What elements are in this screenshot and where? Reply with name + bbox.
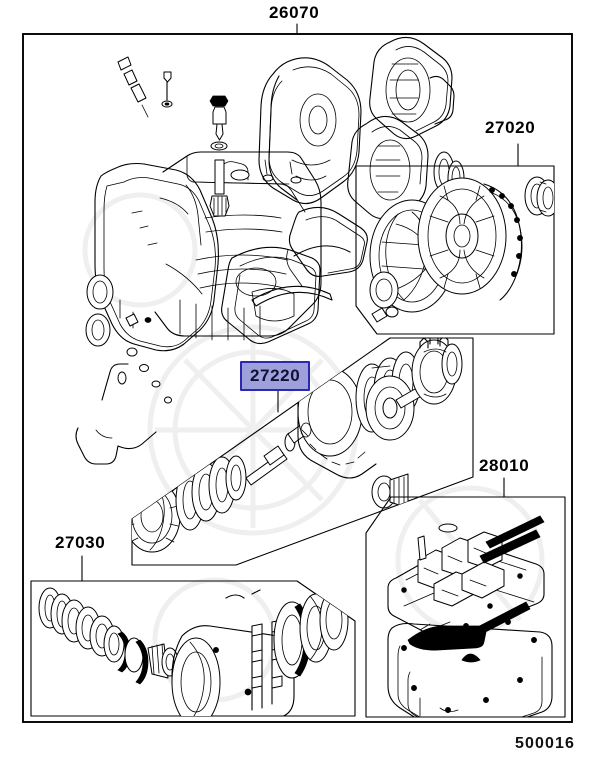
region-box-28010 (365, 477, 566, 718)
region-box-27220 (131, 337, 474, 566)
part-label-28010[interactable]: 28010 (479, 456, 530, 475)
planetary-gear-artwork (38, 587, 349, 716)
part-label-26070[interactable]: 26070 (269, 3, 320, 22)
part-label-27030[interactable]: 27030 (55, 533, 106, 552)
region-box-27030 (30, 555, 356, 717)
oil-pump-artwork (369, 176, 554, 323)
part-label-27020[interactable]: 27020 (485, 118, 536, 137)
valve-body-artwork (387, 515, 553, 717)
part-label-27220-highlighted[interactable]: 27220 (240, 361, 311, 391)
diagram-reference-code: 500016 (515, 735, 575, 752)
region-box-26070 (22, 23, 573, 723)
region-box-27020 (355, 143, 555, 335)
